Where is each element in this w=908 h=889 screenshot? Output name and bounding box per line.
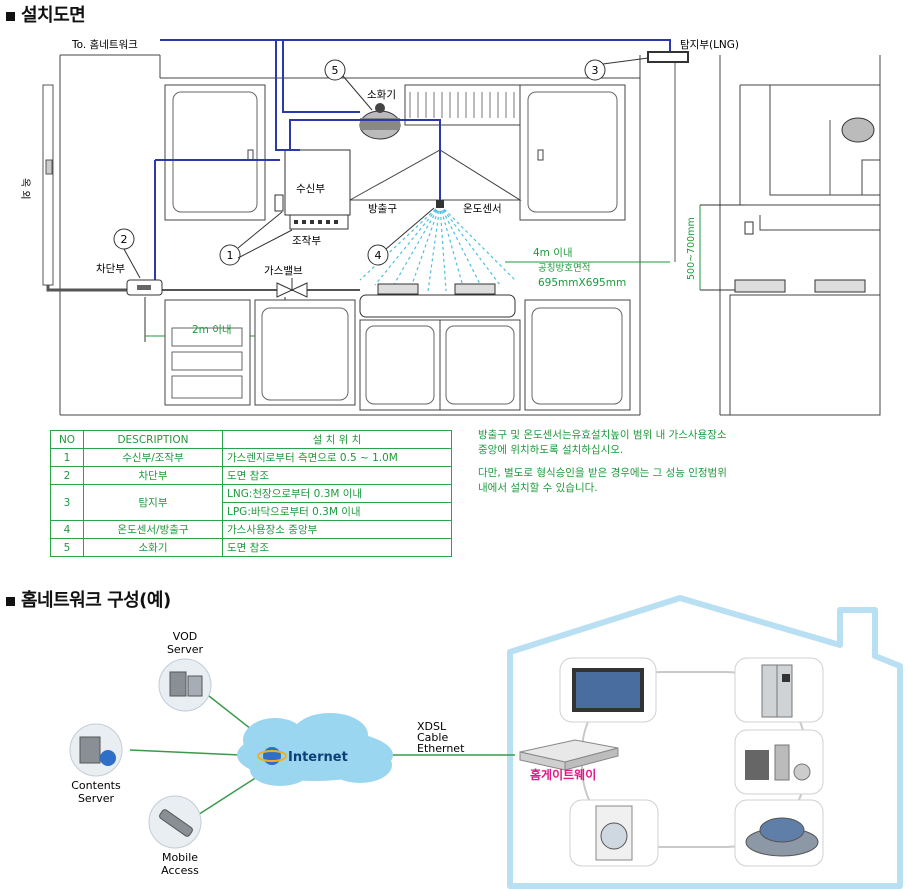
home-network-diagram: Internet VOD Server Contents Server Mobi… bbox=[69, 595, 903, 889]
table-header-description: DESCRIPTION bbox=[83, 430, 223, 449]
table-header-no: NO bbox=[50, 430, 84, 449]
callout-5: 5 bbox=[332, 64, 339, 77]
mobile-device-icon bbox=[148, 795, 202, 849]
to-network-label: To. 홈네트워크 bbox=[71, 38, 138, 51]
mobile-access-label-1: Mobile bbox=[162, 851, 198, 864]
table-row: 3 탐지부 LNG:천장으로부터 0.3M 이내 bbox=[50, 484, 452, 521]
refrigerator-icon bbox=[761, 664, 793, 718]
mobile-access-label-2: Access bbox=[161, 864, 199, 877]
installation-drawing: 1 2 3 4 5 To. 홈네트워크 탐지부(LNG) 소화기 수신부 조작부… bbox=[19, 38, 881, 416]
home-gateway-icon bbox=[519, 739, 619, 771]
table-header-position: 설 치 위 치 bbox=[222, 430, 452, 449]
contents-server-label-2: Server bbox=[78, 792, 115, 805]
vod-server-icon bbox=[158, 658, 212, 712]
fire-extinguisher-label: 소화기 bbox=[367, 89, 396, 101]
outdoor-label: 옥 외 bbox=[19, 178, 31, 200]
small-appliances-icon bbox=[745, 744, 811, 781]
control-label: 조작부 bbox=[292, 235, 321, 247]
vod-server-label-1: VOD bbox=[173, 630, 197, 643]
table-row: 2 차단부 도면 참조 bbox=[50, 466, 452, 485]
detector-lng-label: 탐지부(LNG) bbox=[680, 39, 739, 51]
bullet-icon bbox=[6, 11, 15, 21]
description-table: NO DESCRIPTION 설 치 위 치 1 수신부/조작부 가스렌지로부터… bbox=[50, 430, 452, 557]
receiver-label: 수신부 bbox=[296, 183, 325, 195]
table-row: 5 소화기 도면 참조 bbox=[50, 538, 452, 557]
install-section-title: 설치도면 bbox=[6, 1, 86, 27]
callout-1: 1 bbox=[227, 249, 234, 262]
vod-server-label-2: Server bbox=[167, 643, 204, 656]
dist-2m-label: 2m 이내 bbox=[192, 324, 232, 336]
gas-valve-label: 가스밸브 bbox=[264, 265, 303, 277]
callout-2: 2 bbox=[121, 233, 128, 246]
height-label: 500~700mm bbox=[686, 217, 697, 280]
callout-3: 3 bbox=[592, 64, 599, 77]
nozzle-label: 방출구 bbox=[368, 203, 397, 215]
internet-explorer-icon bbox=[257, 747, 287, 765]
bullet-icon bbox=[6, 596, 15, 606]
robot-cleaner-icon bbox=[745, 817, 819, 857]
internet-label: Internet bbox=[288, 750, 348, 765]
contents-server-icon bbox=[69, 723, 123, 777]
cutoff-label: 차단부 bbox=[96, 263, 125, 275]
tv-icon bbox=[572, 668, 644, 712]
network-section-title: 홈네트워크 구성(예) bbox=[6, 586, 171, 612]
callout-4: 4 bbox=[375, 249, 382, 262]
link-label-cable: Cable bbox=[417, 731, 448, 744]
home-gateway-label: 홈게이트웨이 bbox=[530, 767, 596, 782]
contents-server-label-1: Contents bbox=[71, 779, 121, 792]
link-label-ethernet: Ethernet bbox=[417, 742, 465, 755]
table-row: LPG:바닥으로부터 0.3M 이내 bbox=[51, 502, 452, 521]
installation-note: 방출구 및 온도센서는유효설치높이 범위 내 가스사용장소 중앙에 위치하도록 … bbox=[478, 429, 727, 494]
link-label-xdsl: XDSL bbox=[417, 720, 447, 733]
temp-sensor-label: 온도센서 bbox=[463, 203, 502, 215]
table-row: 4 온도센서/방출구 가스사용장소 중앙부 bbox=[50, 520, 452, 539]
washing-machine-icon bbox=[595, 805, 633, 861]
table-row: 1 수신부/조작부 가스렌지로부터 측면으로 0.5 ~ 1.0M bbox=[50, 448, 452, 467]
area-value: 695mmX695mm bbox=[538, 277, 626, 289]
area-label: 공칭방호면적 bbox=[538, 262, 590, 274]
dist-4m-label: 4m 이내 bbox=[533, 247, 573, 259]
